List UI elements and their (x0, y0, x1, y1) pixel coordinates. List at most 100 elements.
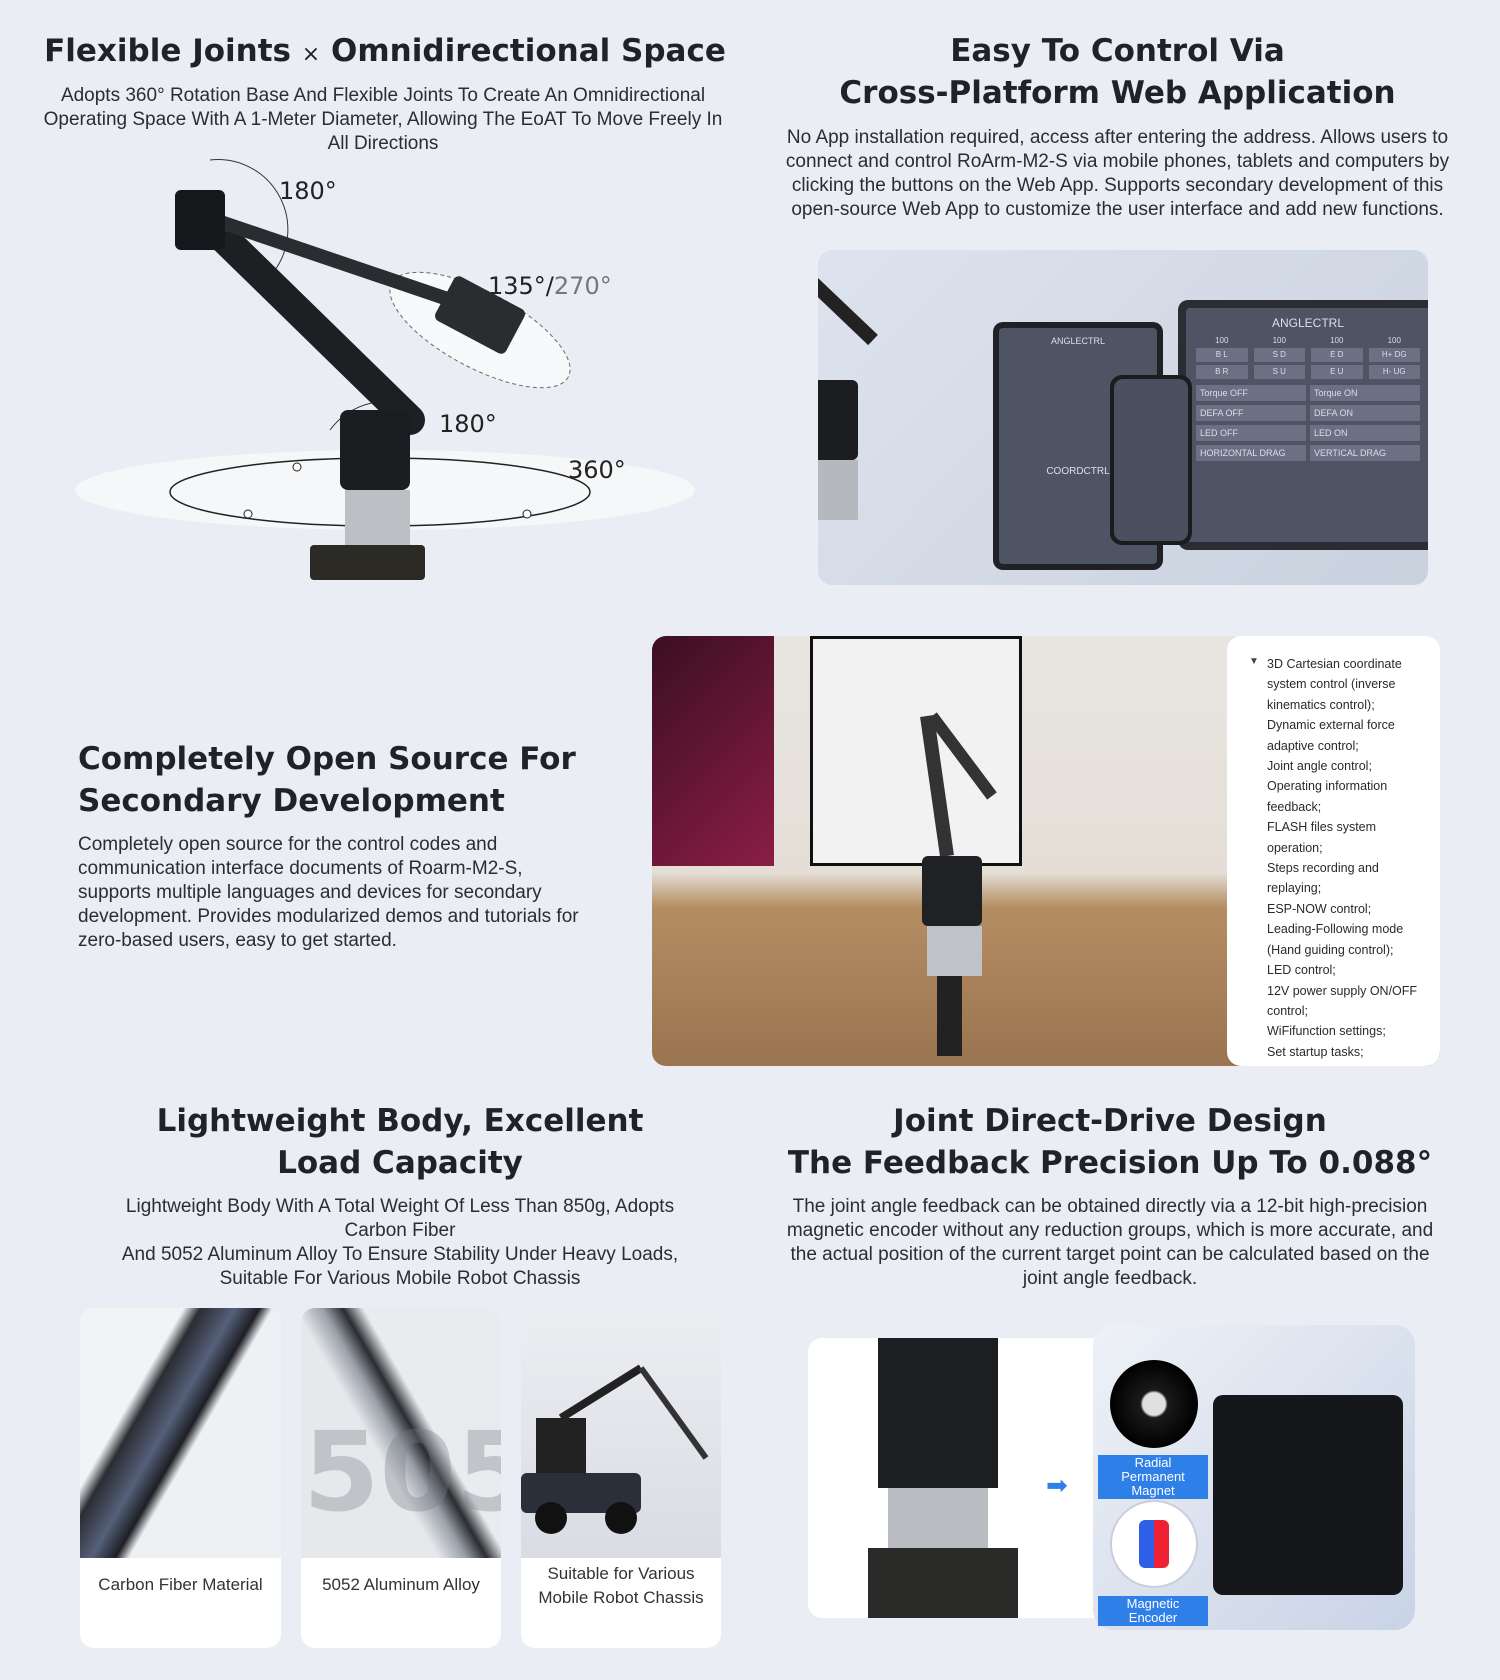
joint-key-eu[interactable]: E U (1311, 365, 1363, 379)
arm-rotation-image: 180° 135°/270° 180° 360° (60, 150, 710, 610)
feature-item: Dynamic external force adaptive control; (1267, 718, 1395, 753)
feature-item: FLASH files system operation; (1267, 820, 1377, 855)
feature-item: Steps recording and replaying; (1267, 861, 1379, 896)
encoder-diagram: ➡ Radial Permanent Magnet Magnetic Encod… (808, 1325, 1415, 1630)
features-card: ▼ 3D Cartesian coordinate system control… (1227, 636, 1440, 1066)
joint-control-grid: 100 100 100 100 B L S D E D H+ DG B R S … (1196, 336, 1420, 379)
defa-on-button[interactable]: DEFA ON (1310, 405, 1420, 421)
web-title: Easy To Control Via Cross-Platform Web A… (760, 30, 1475, 114)
card-caption: 5052 Aluminum Alloy (322, 1575, 480, 1594)
magnet-label: Radial Permanent Magnet (1098, 1455, 1208, 1499)
web-description: No App installation required, access aft… (785, 127, 1450, 220)
chassis-image (521, 1308, 721, 1558)
title-line: Cross-Platform Web Application (839, 75, 1396, 111)
open-source-title: Completely Open Source For Secondary Dev… (78, 738, 638, 822)
terminal-monitor (652, 636, 774, 866)
title-line: Lightweight Body, Excellent (156, 1103, 644, 1139)
joints-description: Adopts 360° Rotation Base And Flexible J… (43, 85, 723, 154)
feature-item: Serial Bus Servo Settings; (1267, 1062, 1430, 1066)
joint-key-h-minus-ug[interactable]: H- UG (1368, 365, 1420, 379)
open-source-description: Completely open source for the control c… (78, 834, 579, 951)
led-on-button[interactable]: LED ON (1310, 425, 1420, 441)
robot-arm-illustration (75, 159, 695, 580)
encoder-label: Magnetic Encoder (1098, 1596, 1208, 1626)
card-caption: Carbon Fiber Material (98, 1575, 263, 1594)
angle-label-joint: 180° (439, 410, 497, 438)
title-line: The Feedback Precision Up To 0.088° (787, 1145, 1433, 1181)
aluminum-image: 5052 (301, 1308, 501, 1558)
magnet-image (1110, 1360, 1198, 1448)
lightweight-title: Lightweight Body, Excellent Load Capacit… (60, 1100, 740, 1184)
encoder-closeup: Radial Permanent Magnet Magnetic Encoder (1093, 1325, 1415, 1630)
encoder-image (1110, 1500, 1198, 1588)
feature-item: WiFifunction settings; (1267, 1024, 1386, 1039)
feature-item: Joint angle control; (1267, 759, 1372, 774)
servo-image (1213, 1395, 1403, 1595)
watermark-5052: 5052 (303, 1408, 501, 1536)
joint-closeup-image (808, 1338, 1128, 1618)
chassis-card: Suitable for Various Mobile Robot Chassi… (521, 1308, 721, 1648)
carbon-fiber-image (80, 1308, 281, 1558)
feature-item: Set startup tasks; (1267, 1044, 1364, 1059)
feature-item: 3D Cartesian coordinate system control (… (1267, 657, 1402, 712)
joint-key-sd[interactable]: S D (1253, 348, 1305, 362)
laptop-screen: ANGLECTRL 100 100 100 100 B L S D E D H+… (1178, 300, 1428, 550)
phone-screen (1110, 375, 1192, 545)
times-symbol: × (301, 42, 321, 67)
desc-line: And 5052 Aluminum Alloy To Ensure Stabil… (121, 1244, 679, 1289)
angle-label-base: 360° (568, 456, 626, 484)
torque-on-button[interactable]: Torque ON (1310, 385, 1420, 401)
vertical-drag-button[interactable]: VERTICAL DRAG (1310, 445, 1420, 461)
feature-item: Operating information feedback; (1267, 779, 1388, 814)
angle-elbow-a: 135°/ (488, 272, 554, 300)
features-list: 3D Cartesian coordinate system control (… (1267, 654, 1430, 1066)
joints-title: Flexible Joints × Omnidirectional Space (20, 30, 750, 76)
joint-key-br[interactable]: B R (1196, 365, 1248, 379)
horizontal-drag-button[interactable]: HORIZONTAL DRAG (1196, 445, 1306, 461)
aluminum-card: 5052 5052 Aluminum Alloy (301, 1308, 501, 1648)
title-line: Joint Direct-Drive Design (893, 1103, 1327, 1139)
joint-value: 100 (1215, 336, 1229, 345)
angle-elbow-b: 270° (553, 272, 612, 300)
direct-drive-title: Joint Direct-Drive Design The Feedback P… (760, 1100, 1460, 1184)
joint-key-su[interactable]: S U (1253, 365, 1305, 379)
title-line: Easy To Control Via (950, 33, 1285, 69)
angle-label-top: 180° (279, 177, 337, 205)
tablet-coord-title: COORDCTRL (1046, 466, 1110, 477)
angle-label-elbow: 135°/270° (488, 272, 612, 300)
ide-monitor (810, 636, 1022, 866)
robot-arm-photo (818, 277, 878, 520)
title-part: Flexible Joints (44, 33, 291, 69)
joint-value: 100 (1272, 336, 1286, 345)
web-app-devices-image: ANGLECTRL 100 100 100 100 B L S D E D H+… (818, 250, 1428, 585)
laptop-angle-title: ANGLECTRL (1271, 316, 1345, 330)
carbon-fiber-card: Carbon Fiber Material (80, 1308, 281, 1648)
joint-key-ed[interactable]: E D (1311, 348, 1363, 362)
torque-off-button[interactable]: Torque OFF (1196, 385, 1306, 401)
led-off-button[interactable]: LED OFF (1196, 425, 1306, 441)
title-line: Completely Open Source For (78, 741, 576, 777)
feature-item: LED control; (1267, 963, 1336, 978)
arrow-right-icon: ➡ (1046, 1470, 1068, 1500)
joint-key-h-plus-dg[interactable]: H+ DG (1368, 348, 1420, 362)
defa-off-button[interactable]: DEFA OFF (1196, 405, 1306, 421)
tablet-angle-title: ANGLECTRL (1050, 336, 1105, 346)
triangle-down-icon: ▼ (1249, 656, 1259, 667)
servo-stack (868, 1338, 1018, 1618)
title-part: Omnidirectional Space (331, 33, 726, 69)
lightweight-description: Lightweight Body With A Total Weight Of … (100, 1195, 700, 1291)
robot-arm-on-desk (920, 712, 997, 1056)
feature-item: 12V power supply ON/OFF control; (1267, 983, 1418, 1018)
desc-line: Lightweight Body With A Total Weight Of … (125, 1196, 675, 1241)
title-line: Load Capacity (277, 1145, 523, 1181)
card-caption: Suitable for Various Mobile Robot Chassi… (538, 1564, 704, 1607)
feature-item: ESP-NOW control; (1267, 901, 1372, 916)
title-line: Secondary Development (78, 783, 505, 819)
feature-item: Leading-Following mode (Hand guiding con… (1267, 922, 1404, 957)
joint-key-bl[interactable]: B L (1196, 348, 1248, 362)
desk-setup-photo: ▼ 3D Cartesian coordinate system control… (652, 636, 1440, 1066)
direct-drive-description: The joint angle feedback can be obtained… (786, 1196, 1434, 1289)
joint-value: 100 (1387, 336, 1401, 345)
robot-on-chassis (521, 1364, 709, 1534)
joint-value: 100 (1330, 336, 1344, 345)
